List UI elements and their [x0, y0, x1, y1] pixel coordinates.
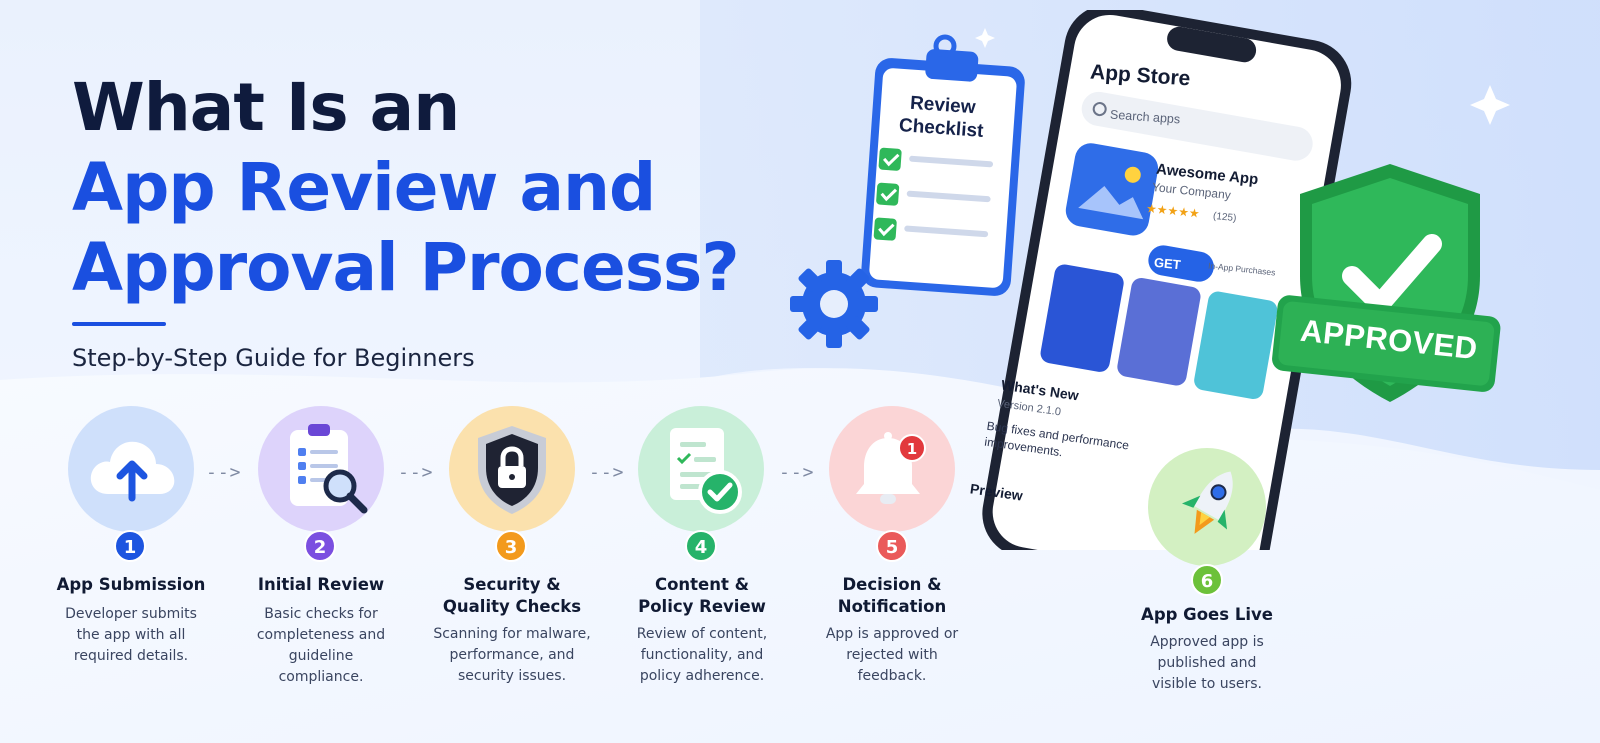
arrow-1-icon: -->: [206, 462, 242, 483]
title-line-1: What Is an: [72, 69, 460, 146]
step-6-title: App Goes Live: [1141, 605, 1273, 624]
title-line-3: Approval Process?: [72, 229, 740, 306]
arrow-2-icon: -->: [398, 462, 434, 483]
clipboard-icon: [861, 34, 1025, 296]
title-underline: [72, 322, 166, 326]
rocket-icon: [1181, 471, 1233, 534]
step-2-number: 2: [304, 530, 336, 562]
step-1-title: App Submission: [56, 575, 206, 594]
gear-icon: [790, 260, 878, 348]
step-1-desc: Developer submits the app with all requi…: [65, 606, 197, 664]
step-6-desc: Approved app is published and visible to…: [1150, 634, 1264, 692]
cloud-upload-icon: [90, 441, 175, 502]
phone-mockup: [982, 10, 1352, 550]
arrow-3-icon: -->: [589, 462, 625, 483]
subtitle: Step-by-Step Guide for Beginners: [72, 344, 475, 372]
hero-title: What Is an App Review and Approval Proce…: [72, 68, 792, 308]
step-6-number: 6: [1191, 564, 1223, 596]
step-5-desc: App is approved or rejected with feedbac…: [825, 626, 959, 684]
get-button[interactable]: GET: [1153, 254, 1182, 273]
step-4-title: Content & Policy Review: [638, 575, 766, 616]
title-line-2: App Review and: [72, 149, 656, 226]
rating-count: (125): [1212, 210, 1237, 225]
notification-count-badge: 1: [898, 434, 926, 462]
step-2-desc: Basic checks for completeness and guidel…: [256, 606, 386, 685]
arrow-4-icon: -->: [779, 462, 815, 483]
clipboard-search-icon: [290, 424, 368, 514]
approved-shield-icon: [1272, 164, 1501, 402]
step-2-title: Initial Review: [257, 575, 385, 594]
document-check-icon: [670, 428, 742, 514]
step-5-title: Decision & Notification: [837, 575, 947, 616]
step-4-desc: Review of content, functionality, and po…: [636, 626, 768, 684]
step-5-number: 5: [876, 530, 908, 562]
step-3-desc: Scanning for malware, performance, and s…: [433, 626, 591, 684]
step-1-number: 1: [114, 530, 146, 562]
security-lock-icon: [478, 426, 546, 514]
step-4-number: 4: [685, 530, 717, 562]
step-3-title: Security & Quality Checks: [442, 575, 582, 616]
step-3-number: 3: [495, 530, 527, 562]
